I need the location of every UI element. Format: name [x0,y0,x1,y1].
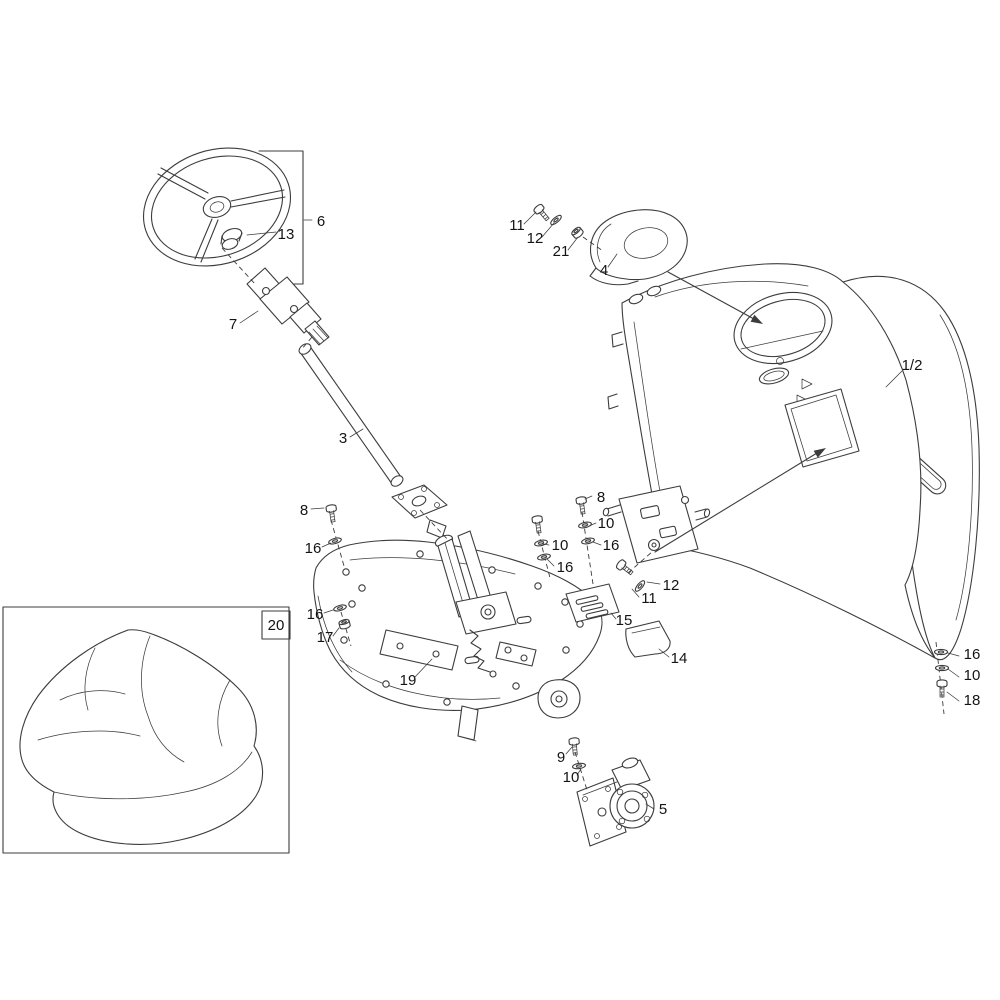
callout-6: 6 [317,213,325,230]
assembly-arrows [654,271,826,553]
console-panel [607,263,936,659]
callout-bracket [258,150,304,285]
callout-16-left-lower: 16 [307,606,324,623]
callout-8-left: 8 [300,502,308,519]
callout-20: 20 [268,617,285,634]
callout-11-top: 11 [509,217,525,234]
inset-label-box [261,610,291,640]
callout-16-mid-a: 16 [557,559,574,576]
callout-3: 3 [339,430,347,447]
callout-16-right: 16 [964,646,981,663]
callout-8-mid: 8 [597,489,605,506]
frame-lower-bracket [379,629,459,671]
callout-15: 15 [616,612,633,629]
fastener-9-10-bottom [568,736,587,771]
small-cover-part [625,620,671,658]
callout-17: 17 [317,629,334,646]
triangle-mark-icon [801,378,813,390]
assembly-centerlines [221,236,945,791]
callout-12-right: 12 [663,577,680,594]
console-gauge-opening [733,291,833,365]
cover-bag [19,629,264,845]
inset-box [2,606,291,854]
callout-16-mid-b: 16 [603,537,620,554]
callout-12-top: 12 [527,230,544,247]
callout-1-2: 1/2 [902,357,923,374]
fastener-stack-a [531,514,552,562]
callout-19: 19 [400,672,417,689]
console-mount-bracket [602,485,711,564]
callout-7: 7 [229,316,237,333]
callout-10-bottom: 10 [563,769,580,786]
steering-wheel [142,147,304,285]
callout-11-right: 11 [641,590,657,607]
screw-icon [532,202,553,224]
steering-cover-part [589,209,688,286]
callout-leader-lines [239,211,960,810]
fastener-stack-b [575,495,596,546]
callout-10-mid-a: 10 [552,537,569,554]
steering-shaft [298,343,448,519]
callout-16-left-upper: 16 [305,540,322,557]
callout-5: 5 [659,801,667,818]
pedal-lever-assembly [426,519,537,678]
callout-10-right: 10 [964,667,981,684]
callout-14: 14 [671,650,688,667]
callout-10-mid-b: 10 [598,515,615,532]
fastener-screw-8-left [325,503,343,546]
callout-9: 9 [557,749,565,766]
frame-plate [313,539,603,742]
shaft-flange [391,484,448,519]
callout-13: 13 [278,226,295,243]
grooved-pad-part [565,583,620,623]
callout-4: 4 [600,262,608,279]
console-switch-opening [784,388,860,468]
steering-joint [246,267,330,346]
callout-21: 21 [553,243,570,260]
steering-wheel-cap [220,227,243,250]
steering-valve [576,757,655,847]
washer-icon [548,213,564,227]
callouts: 11 12 21 4 6 13 7 3 1/2 8 16 10 16 8 10 … [229,213,981,818]
fastener-bolt-11-12-right [614,558,647,594]
callout-18: 18 [964,692,981,709]
